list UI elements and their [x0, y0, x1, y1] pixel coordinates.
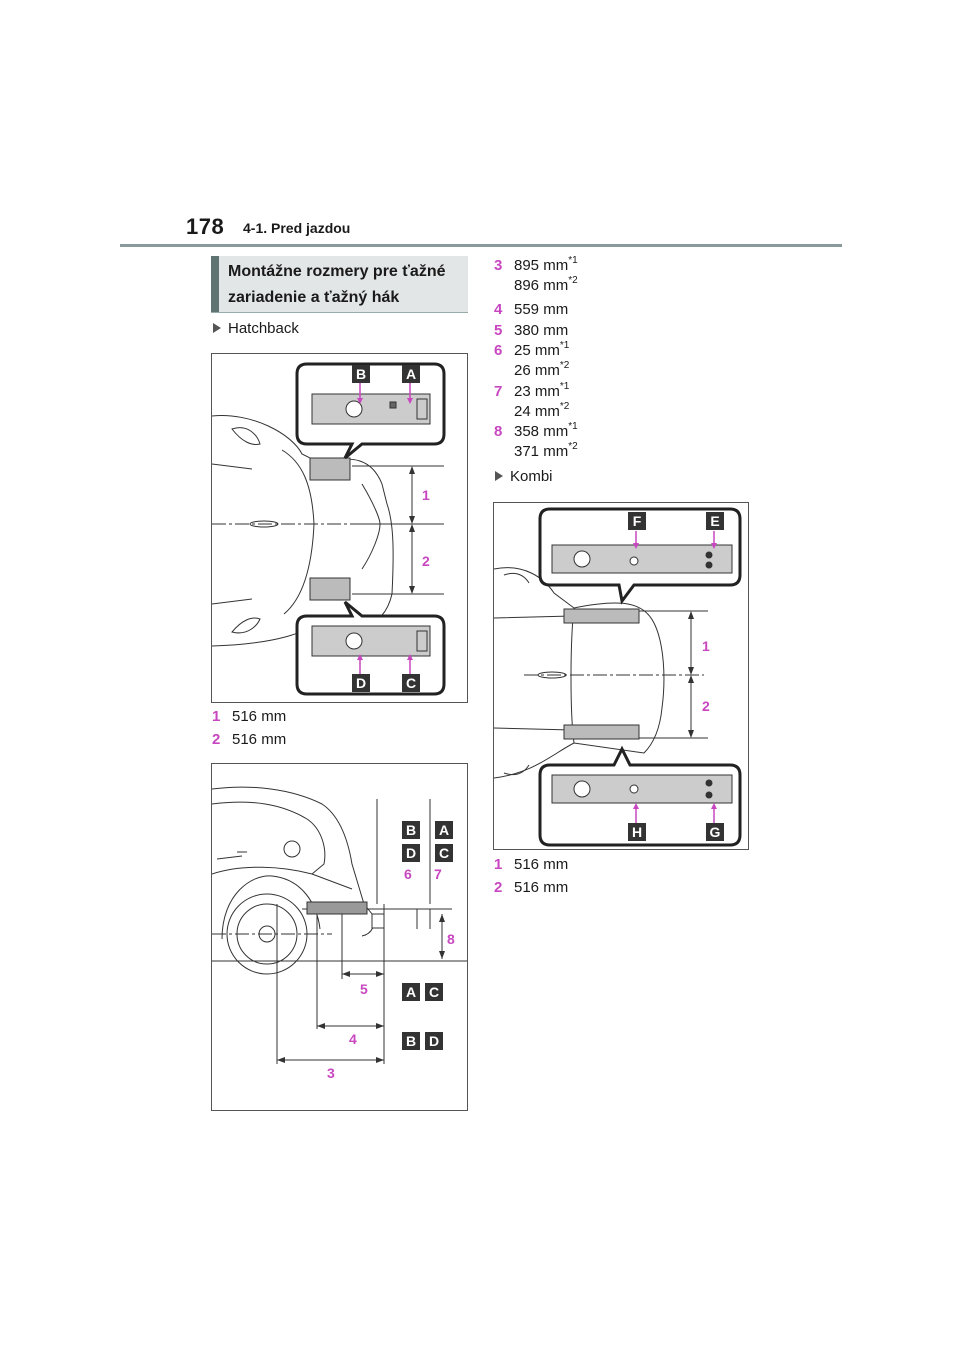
chapter-title: 4-1. Pred jazdou	[243, 220, 351, 236]
footnote-ref: *2	[559, 401, 570, 412]
footnote-ref: *2	[568, 441, 578, 452]
side-number-4: 4	[349, 1031, 357, 1047]
item-number: 1	[494, 856, 503, 873]
side-letter-b-bottom: B	[406, 1033, 416, 1049]
item-value-2: 26 mm	[514, 362, 560, 379]
item-value: 516 mm	[232, 731, 287, 748]
item-value-1: 559 mm	[514, 301, 569, 318]
section-divider	[211, 312, 468, 313]
item-value-2: 371 mm	[514, 443, 569, 460]
triangle-bullet-icon	[213, 323, 221, 333]
kombi-top-view-figure: F E H G 1 2	[493, 502, 749, 850]
item-value-2: 896 mm	[514, 277, 569, 294]
dimension-number-1: 1	[422, 487, 430, 503]
header-divider	[120, 244, 842, 247]
item-value: 516 mm	[514, 856, 569, 873]
item-value-2: 24 mm	[514, 403, 560, 420]
item-4: 4 559 mm	[494, 300, 568, 320]
item-5: 5 380 mm	[494, 321, 568, 341]
kombi-label: Kombi	[510, 468, 553, 485]
item-6: 6 25 mm*1 26 mm*2	[494, 341, 569, 381]
side-letter-c: C	[439, 845, 449, 861]
callout-letter-a-top: A	[406, 366, 416, 382]
hatchback-top-view-drawing: B A D C 1 2	[212, 362, 446, 696]
item-number: 7	[494, 383, 503, 400]
hatchback-side-view-figure: B A D C A C B D 6 7 8 5 4 3	[211, 763, 468, 1111]
callout-letter-h: H	[632, 824, 642, 840]
side-letter-b: B	[406, 822, 416, 838]
item-number: 2	[494, 879, 503, 896]
callout-letter-e: E	[710, 513, 719, 529]
footnote-ref: *2	[559, 360, 570, 371]
side-number-5: 5	[360, 981, 368, 997]
item-value-1: 23 mm	[514, 383, 560, 400]
side-number-8: 8	[447, 931, 455, 947]
item-value-1: 380 mm	[514, 322, 569, 339]
kombi-top-view-drawing: F E H G 1 2	[494, 507, 742, 847]
footnote-ref: *1	[559, 340, 570, 351]
side-letter-d-bottom: D	[429, 1033, 439, 1049]
item-value-1: 895 mm	[514, 257, 569, 274]
side-letter-c-mid: C	[429, 984, 439, 1000]
section-heading: Montážne rozmery pre ťažné zariadenie a …	[211, 256, 468, 312]
hatchback-label: Hatchback	[228, 320, 299, 337]
triangle-bullet-icon	[495, 471, 503, 481]
item-number: 6	[494, 342, 503, 359]
item-number: 8	[494, 423, 503, 440]
callout-letter-b-top: B	[356, 366, 366, 382]
item-number: 3	[494, 257, 503, 274]
section-title-line-2: zariadenie a ťažný hák	[228, 289, 400, 306]
dimension-number-2: 2	[422, 553, 430, 569]
item-8: 8 358 mm*1 371 mm*2	[494, 422, 578, 462]
item-number: 5	[494, 322, 503, 339]
callout-letter-g: G	[710, 824, 721, 840]
callout-letter-c: C	[406, 675, 416, 691]
callout-letter-f: F	[633, 513, 642, 529]
callout-letter-d: D	[356, 675, 366, 691]
item-7: 7 23 mm*1 24 mm*2	[494, 382, 569, 422]
item-number: 4	[494, 301, 503, 318]
item-value: 516 mm	[232, 708, 287, 725]
section-title-line-1: Montážne rozmery pre ťažné	[228, 263, 446, 280]
kombi-dimension-number-1: 1	[702, 638, 710, 654]
item-number: 1	[212, 708, 221, 725]
footnote-ref: *1	[568, 255, 578, 266]
footnote-ref: *1	[568, 421, 578, 432]
kombi-dimension-number-2: 2	[702, 698, 710, 714]
hatchback-heading: Hatchback	[213, 320, 299, 337]
item-value: 516 mm	[514, 879, 569, 896]
item-3: 3 895 mm*1 896 mm*2	[494, 256, 578, 296]
kombi-item-2: 2 516 mm	[494, 878, 568, 898]
item-value-1: 25 mm	[514, 342, 560, 359]
side-letter-d: D	[406, 845, 416, 861]
hatchback-item-1: 1 516 mm	[212, 707, 286, 727]
kombi-item-1: 1 516 mm	[494, 855, 568, 875]
hatchback-side-view-drawing: B A D C A C B D 6 7 8 5 4 3	[212, 786, 467, 1081]
hatchback-item-2: 2 516 mm	[212, 730, 286, 750]
page-number: 178	[186, 214, 225, 239]
footnote-ref: *1	[559, 381, 570, 392]
item-value-1: 358 mm	[514, 423, 569, 440]
side-letter-a: A	[439, 822, 449, 838]
hatchback-top-view-figure: B A D C 1 2	[211, 353, 468, 703]
side-number-6: 6	[404, 866, 412, 882]
item-number: 2	[212, 731, 221, 748]
kombi-heading: Kombi	[495, 468, 553, 485]
footnote-ref: *2	[568, 275, 578, 286]
side-number-7: 7	[434, 866, 442, 882]
side-letter-a-mid: A	[406, 984, 416, 1000]
side-number-3: 3	[327, 1065, 335, 1081]
